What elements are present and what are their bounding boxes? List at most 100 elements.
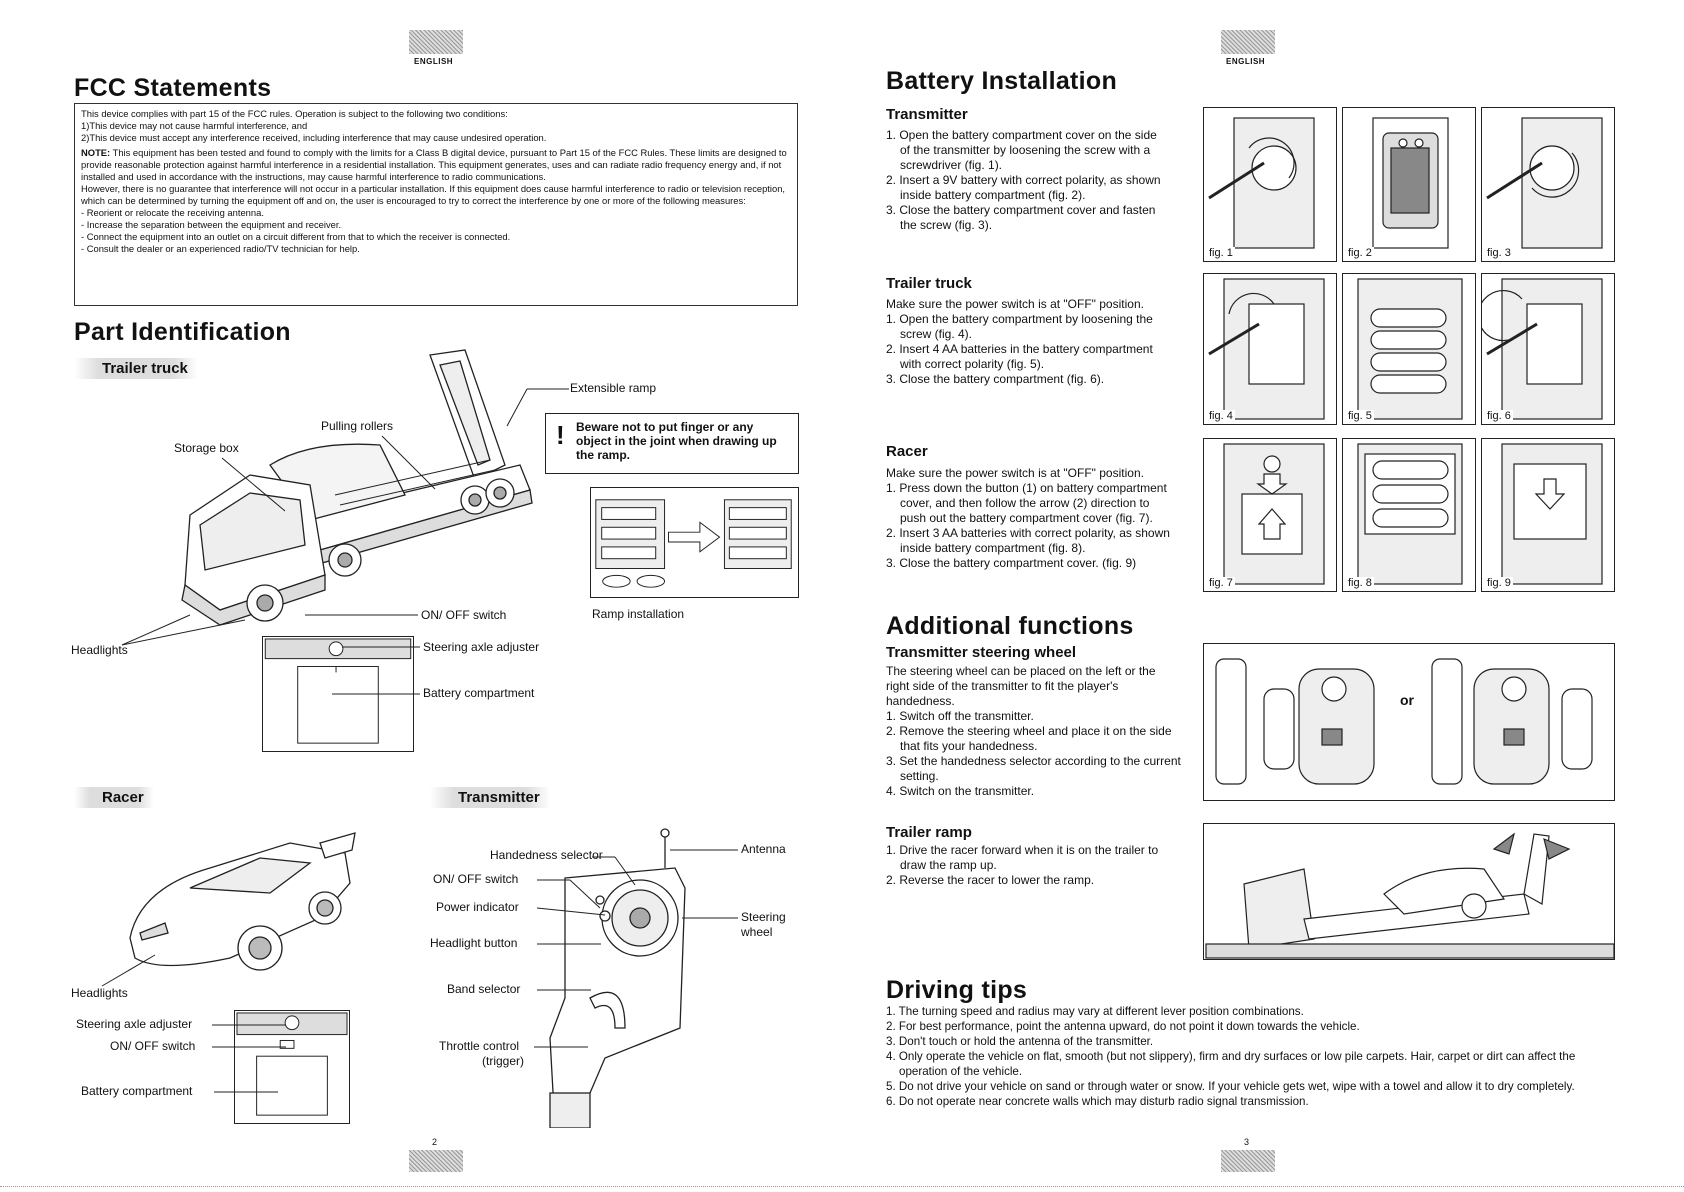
- racer-illustration: [129, 832, 356, 971]
- bottom-dotted-border: [0, 1186, 1684, 1188]
- leader-line: [212, 1024, 286, 1026]
- step: 1. Drive the racer forward when it is on…: [886, 843, 1159, 872]
- fcc-measure: - Increase the separation between the eq…: [81, 219, 342, 230]
- fig-label: fig. 7: [1207, 577, 1235, 589]
- transmitter-on-off-switch-label: ON/ OFF switch: [433, 872, 519, 886]
- tip: 1. The turning speed and radius may vary…: [886, 1005, 1304, 1018]
- fig-2: fig. 2: [1342, 107, 1476, 262]
- trailer-ramp-steps: 1. Drive the racer forward when it is on…: [886, 843, 1182, 888]
- or-label: or: [1400, 692, 1414, 708]
- trailer-truck-illustration: [181, 349, 533, 626]
- leader-line: [536, 907, 606, 916]
- leader-line: [537, 879, 601, 909]
- trailer-ramp-figure: [1203, 823, 1615, 960]
- extensible-ramp-label: Extensible ramp: [570, 381, 657, 395]
- band-selector-label: Band selector: [447, 982, 521, 996]
- ramp-warning-text: Beware not to put finger or any object i…: [576, 420, 777, 462]
- steering-wheel-label-1: Steering: [741, 910, 786, 924]
- fig-label: fig. 2: [1346, 247, 1374, 259]
- racer-headlights-label: Headlights: [71, 986, 128, 1000]
- trailer-ramp-heading: Trailer ramp: [886, 824, 972, 841]
- leader-line: [506, 388, 569, 427]
- step: 2. Insert 3 AA batteries with correct po…: [886, 526, 1170, 555]
- fig-label: fig. 4: [1207, 410, 1235, 422]
- racer-on-off-switch-label: ON/ OFF switch: [110, 1039, 196, 1053]
- leader-line: [537, 943, 601, 945]
- leader-line: [381, 435, 436, 490]
- fig-label: fig. 8: [1346, 577, 1374, 589]
- intro: Make sure the power switch is at "OFF" p…: [886, 466, 1144, 480]
- headlight-button-label: Headlight button: [430, 936, 518, 950]
- parts-title: Part Identification: [74, 318, 291, 346]
- additional-title: Additional functions: [886, 612, 1134, 640]
- fcc-however: However, there is no guarantee that inte…: [81, 183, 786, 206]
- fig-4: fig. 4: [1203, 273, 1337, 425]
- antenna-label: Antenna: [741, 842, 786, 856]
- leader-line: [121, 614, 246, 646]
- fig-8: fig. 8: [1342, 438, 1476, 592]
- fcc-title: FCC Statements: [74, 74, 272, 102]
- fcc-note-label: NOTE:: [81, 147, 111, 158]
- right-page-number: 3: [1244, 1137, 1250, 1147]
- fig-6: fig. 6: [1481, 273, 1615, 425]
- racer-battery-compartment-label: Battery compartment: [81, 1084, 193, 1098]
- pulling-rollers-label: Pulling rollers: [321, 419, 394, 433]
- fcc-box: This device complies with part 15 of the…: [74, 103, 798, 306]
- racer-heading: Racer: [74, 787, 154, 808]
- leader-line: [342, 646, 420, 648]
- ramp-warning-box: ! Beware not to put finger or any object…: [545, 413, 799, 474]
- step: 3. Close the battery compartment (fig. 6…: [886, 372, 1105, 386]
- trailer-truck-heading: Trailer truck: [74, 358, 198, 379]
- throttle-control-label-1: Throttle control: [439, 1039, 520, 1053]
- fig-7: fig. 7: [1203, 438, 1337, 592]
- fcc-measure: - Consult the dealer or an experienced r…: [81, 243, 360, 254]
- step: 1. Open the battery compartment by loose…: [886, 312, 1153, 341]
- throttle-control-label-2: (trigger): [482, 1054, 525, 1068]
- intro: The steering wheel can be placed on the …: [886, 664, 1156, 708]
- footer-tab: [1221, 1150, 1275, 1172]
- steering-steps: The steering wheel can be placed on the …: [886, 664, 1182, 799]
- fcc-line: 1)This device may not cause harmful inte…: [81, 120, 308, 131]
- truck-battery-compartment-label: Battery compartment: [423, 686, 535, 700]
- fig-9: fig. 9: [1481, 438, 1615, 592]
- racer-steering-axle-adjuster-label: Steering axle adjuster: [76, 1017, 193, 1031]
- step: 1. Press down the button (1) on battery …: [886, 481, 1167, 525]
- transmitter-heading: Transmitter: [430, 787, 550, 808]
- step: 3. Close the battery compartment cover a…: [886, 203, 1156, 232]
- tip: 2. For best performance, point the anten…: [886, 1020, 1360, 1033]
- fcc-line: This device complies with part 15 of the…: [81, 108, 508, 119]
- ramp-installation-figure: [590, 487, 799, 598]
- fcc-note-text: This equipment has been tested and found…: [81, 147, 787, 182]
- storage-box-label: Storage box: [174, 441, 239, 455]
- step: 2. Insert a 9V battery with correct pola…: [886, 173, 1161, 202]
- step: 3. Close the battery compartment cover. …: [886, 556, 1137, 570]
- language-tab: [409, 30, 463, 54]
- battery-trailer-steps: Make sure the power switch is at "OFF" p…: [886, 297, 1176, 387]
- battery-racer-steps: Make sure the power switch is at "OFF" p…: [886, 466, 1176, 571]
- fig-1: fig. 1: [1203, 107, 1337, 262]
- battery-title: Battery Installation: [886, 67, 1118, 95]
- step: 2. Reverse the racer to lower the ramp.: [886, 873, 1095, 887]
- leader-line: [670, 849, 738, 851]
- step: 1. Open the battery compartment cover on…: [886, 128, 1157, 172]
- leader-line: [332, 693, 420, 695]
- ramp-installation-label: Ramp installation: [592, 607, 685, 621]
- step: 2. Remove the steering wheel and place i…: [886, 724, 1172, 753]
- step: 2. Insert 4 AA batteries in the battery …: [886, 342, 1153, 371]
- tip: 6. Do not operate near concrete walls wh…: [886, 1095, 1309, 1108]
- power-indicator-label: Power indicator: [436, 900, 519, 914]
- step: 1. Switch off the transmitter.: [886, 709, 1034, 723]
- leader-line: [534, 1046, 588, 1048]
- leader-line: [214, 1091, 278, 1093]
- battery-racer-heading: Racer: [886, 443, 928, 460]
- steering-wheel-label-2: wheel: [741, 925, 773, 939]
- battery-transmitter-steps: 1. Open the battery compartment cover on…: [886, 128, 1168, 233]
- language-tab: [1221, 30, 1275, 54]
- fig-5: fig. 5: [1342, 273, 1476, 425]
- leader-line: [305, 614, 418, 616]
- handedness-selector-label: Handedness selector: [490, 848, 603, 862]
- fcc-measure: - Connect the equipment into an outlet o…: [81, 231, 511, 242]
- racer-underside-figure: [234, 1010, 350, 1124]
- truck-steering-axle-adjuster-label: Steering axle adjuster: [423, 640, 540, 654]
- step: 4. Switch on the transmitter.: [886, 784, 1035, 798]
